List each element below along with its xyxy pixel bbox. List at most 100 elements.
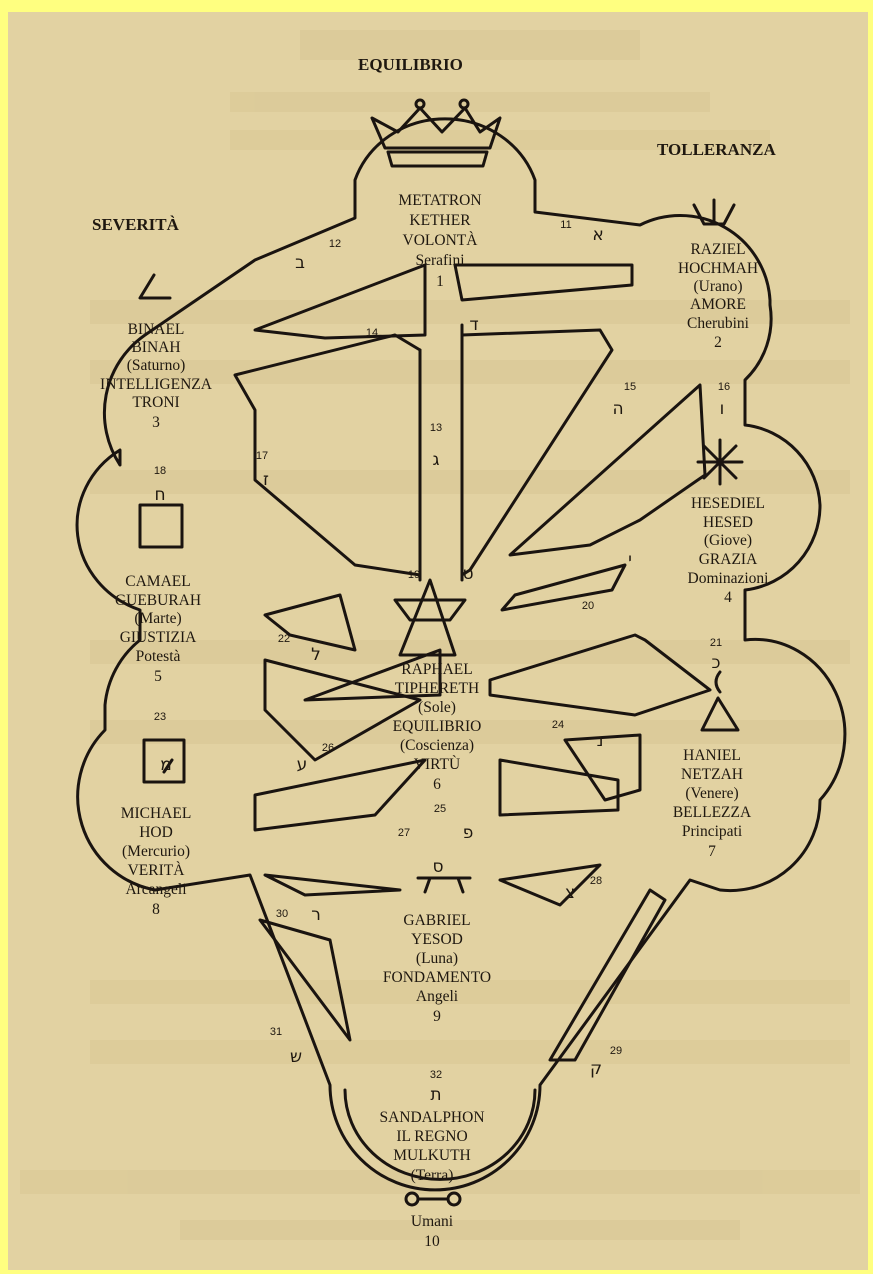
path-letter: ב — [295, 253, 305, 273]
path-letter: א — [592, 225, 603, 245]
path-30: 30 ר — [276, 905, 321, 925]
sephirah-label-line: CAMAEL — [125, 573, 190, 590]
path-15: 15 ה — [612, 381, 636, 419]
path-number: 14 — [366, 327, 378, 339]
path-letter: ס — [432, 857, 443, 877]
path-number: 28 — [590, 875, 602, 887]
path-letter: ו — [720, 399, 725, 419]
path-number: 20 — [582, 600, 594, 612]
path-16: 16 ו — [718, 381, 730, 419]
sephirah-label-line: GUEBURAH — [115, 592, 201, 609]
sephirah-label-line: (Sole) — [418, 699, 456, 716]
path-letter: ע — [297, 755, 308, 775]
sephirah-label-line: IL REGNO — [396, 1128, 467, 1145]
bleed-through-texture — [20, 30, 860, 1240]
sephirah-number: 2 — [714, 334, 722, 351]
sephirah-label-line: Serafini — [415, 252, 465, 269]
path-letter: צ — [565, 883, 575, 903]
sephirah-gueburah: CAMAEL GUEBURAH (Marte) GIUSTIZIA Potest… — [115, 573, 201, 685]
sephirah-label-line: Arcangeli — [125, 881, 187, 898]
sephirah-label-line: BINAH — [131, 339, 180, 356]
path-number: 31 — [270, 1026, 282, 1038]
sephirah-label-line: (Luna) — [416, 950, 458, 967]
sephirah-yesod: GABRIEL YESOD (Luna) FONDAMENTO Angeli 9 — [383, 912, 491, 1025]
path-letter: ק — [590, 1059, 602, 1079]
path-13: 13 ג — [430, 422, 442, 470]
path-letter: ת — [430, 1085, 441, 1105]
path-number: 27 — [398, 827, 410, 839]
sephirah-label-line: (Terra) — [411, 1167, 454, 1184]
pillar-heading-right: TOLLERANZA — [657, 140, 776, 159]
path-26: 26 ע — [297, 742, 334, 775]
sephirah-label-line: HOCHMAH — [678, 260, 758, 277]
path-number: 16 — [718, 381, 730, 393]
path-number: 23 — [154, 711, 166, 723]
sephirah-label-line: MICHAEL — [121, 805, 192, 822]
sephirah-label-line: EQUILIBRIO — [393, 718, 482, 735]
path-number: 11 — [560, 219, 571, 231]
pillar-heading-left: SEVERITÀ — [92, 215, 180, 234]
sephirah-label-line: NETZAH — [681, 766, 743, 783]
sephirah-label-line: Dominazioni — [688, 570, 770, 587]
sephirah-hochmah: RAZIEL HOCHMAH (Urano) AMORE Cherubini 2 — [678, 241, 758, 351]
sephirah-label-line: AMORE — [690, 296, 746, 313]
path-letter: ר — [311, 905, 321, 925]
path-letter: ל — [311, 645, 321, 665]
path-number: 12 — [329, 238, 341, 250]
sephirah-label-line: Angeli — [416, 988, 459, 1005]
sephirah-hesed: HESEDIEL HESED (Giove) GRAZIA Dominazion… — [688, 495, 770, 606]
sephirah-label-line: (Giove) — [704, 532, 752, 549]
sephirah-label-line: TRONI — [132, 394, 179, 411]
sun-star-icon — [393, 578, 467, 657]
path-letter: ג — [432, 450, 439, 470]
sephirah-label-line: TIPHERETH — [395, 680, 479, 697]
path-25: 25 ס — [432, 803, 446, 877]
path-31: 31 ש — [270, 1026, 302, 1067]
path-letter: מ — [160, 755, 172, 775]
path-17: 17 ז — [256, 450, 269, 490]
sephirah-label-line: VIRTÙ — [414, 756, 460, 773]
path-number: 24 — [552, 719, 564, 731]
sephirah-label-line: GRAZIA — [699, 551, 758, 568]
sephirah-label-line: (Coscienza) — [400, 737, 474, 754]
sephirah-label-line: INTELLIGENZA — [100, 376, 213, 393]
sephirah-number: 3 — [152, 414, 160, 431]
earth-bar-icon — [404, 1191, 462, 1207]
path-letter: ד — [469, 315, 478, 335]
tree-outline — [75, 117, 847, 1192]
sephirah-label-line: GABRIEL — [403, 912, 470, 929]
mars-square-icon — [138, 503, 184, 549]
path-letter: ש — [290, 1047, 302, 1067]
path-number: 25 — [434, 803, 446, 815]
sephirah-label-line: VOLONTÀ — [403, 232, 479, 249]
tree-of-life-diagram: EQUILIBRIO TOLLERANZA SEVERITÀ METATRON … — [20, 30, 860, 1250]
sephirah-label-line: MULKUTH — [393, 1147, 471, 1164]
sephirah-number: 5 — [154, 668, 162, 685]
path-letter: ה — [612, 399, 623, 419]
path-number: 26 — [322, 742, 334, 754]
path-28: 28 צ — [565, 875, 602, 903]
sephirah-hod: MICHAEL HOD (Mercurio) VERITÀ Arcangeli … — [121, 805, 192, 918]
sephirah-tiphereth: RAPHAEL TIPHERETH (Sole) EQUILIBRIO (Cos… — [393, 661, 482, 793]
path-18: 18 ח — [154, 465, 166, 505]
path-letter: נ — [597, 731, 604, 751]
sephirah-label-line: Cherubini — [687, 315, 750, 332]
path-number: 29 — [610, 1045, 622, 1057]
path-19: 19 ט — [408, 564, 474, 584]
sephirah-kether: METATRON KETHER VOLONTÀ Serafini 1 — [398, 192, 481, 290]
sephirah-label-line: BELLEZZA — [673, 804, 752, 821]
sephirah-label-line: KETHER — [409, 212, 471, 229]
path-letter: פ — [463, 823, 474, 843]
sephirah-label-line: SANDALPHON — [379, 1109, 484, 1126]
path-21: 21 כ — [710, 637, 722, 673]
sephirah-label-line: (Saturno) — [127, 357, 186, 374]
path-letter: ז — [263, 470, 269, 490]
path-number: 18 — [154, 465, 166, 477]
path-number: 19 — [408, 569, 420, 581]
path-22: 22 ל — [278, 633, 321, 665]
path-number: 15 — [624, 381, 636, 393]
path-14: 14 ד — [366, 315, 479, 339]
saturn-glyph-icon — [138, 273, 172, 300]
path-letter: י — [628, 550, 632, 570]
path-23: 23 מ — [154, 711, 172, 775]
